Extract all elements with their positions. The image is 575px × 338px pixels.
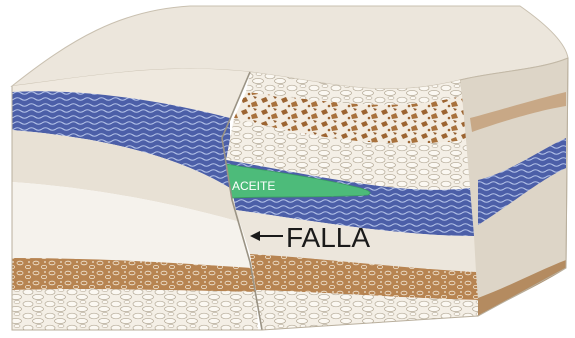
left-block-pebble-base bbox=[12, 289, 258, 330]
oil-label: ACEITE bbox=[232, 179, 275, 193]
fault-label: FALLA bbox=[286, 222, 370, 253]
